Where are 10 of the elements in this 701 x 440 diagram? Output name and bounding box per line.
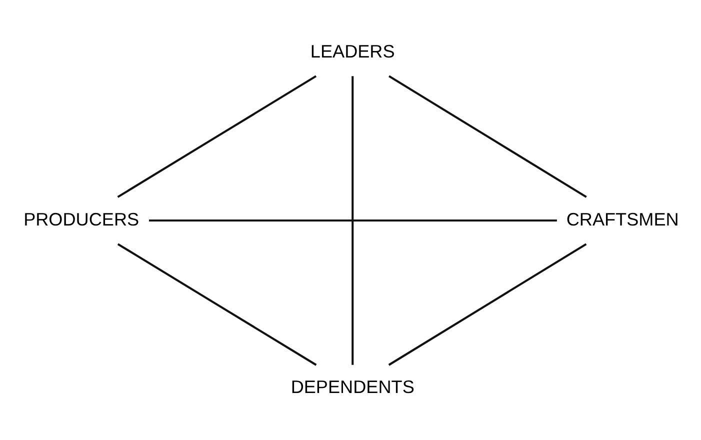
node-text: DEPENDENTS	[290, 376, 414, 397]
connector	[388, 74, 586, 198]
connector	[116, 242, 316, 366]
connector	[388, 242, 586, 366]
node-text: LEADERS	[310, 40, 394, 61]
node-text: CRAFTSMEN	[566, 208, 678, 229]
connector	[148, 218, 556, 222]
node-text: PRODUCERS	[23, 208, 139, 229]
connector	[351, 76, 354, 364]
connector	[116, 74, 316, 198]
